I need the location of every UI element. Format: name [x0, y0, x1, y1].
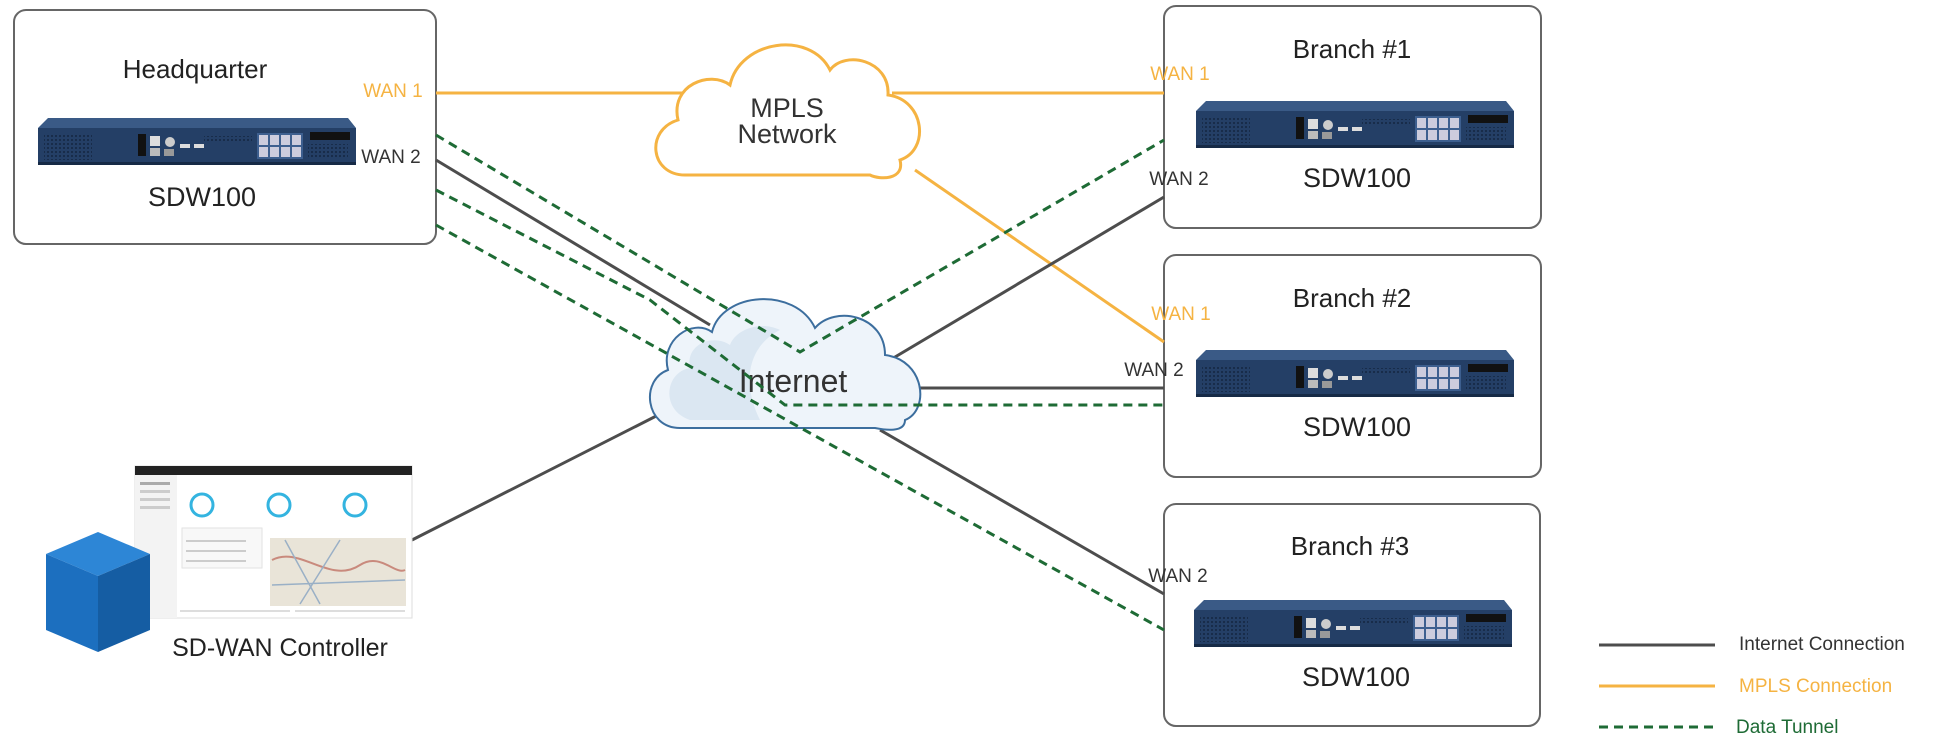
headquarter-model: SDW100 [148, 182, 256, 212]
branch2-title: Branch #2 [1293, 283, 1412, 313]
branch1-device [1196, 101, 1514, 148]
branch1-model: SDW100 [1303, 163, 1411, 193]
headquarter-wan1-label: WAN 1 [363, 81, 422, 102]
headquarter-title: Headquarter [123, 54, 268, 84]
internet-cloud: Internet [648, 298, 922, 431]
internet-cloud-label: Internet [739, 363, 848, 399]
branch2-wan1-label: WAN 1 [1151, 304, 1210, 325]
branch1-wan1-label: WAN 1 [1150, 64, 1209, 85]
branch2-model: SDW100 [1303, 412, 1411, 442]
legend-mpls-label: MPLS Connection [1739, 676, 1892, 697]
mpls-cloud-line2: Network [737, 119, 837, 149]
internet-line-hq [435, 158, 711, 327]
internet-line-branch3 [879, 428, 1165, 596]
mpls-cloud: MPLS Network [654, 43, 921, 180]
legend-tunnel-label: Data Tunnel [1736, 717, 1838, 734]
mpls-cloud-line1: MPLS [750, 93, 824, 123]
controller-screenshot [134, 465, 413, 619]
tunnel-hq-branch3 [435, 223, 1165, 632]
legend-internet-label: Internet Connection [1739, 634, 1905, 655]
branch3-title: Branch #3 [1291, 531, 1410, 561]
branch3-model: SDW100 [1302, 662, 1410, 692]
tunnel-hq-branch1 [435, 133, 1165, 354]
mpls-connections [436, 91, 1165, 344]
internet-line-controller [411, 408, 669, 542]
controller-cube-icon [46, 532, 150, 652]
internet-line-branch1 [889, 195, 1165, 362]
headquarter-device [38, 118, 356, 165]
controller-label: SD-WAN Controller [172, 634, 388, 662]
internet-connections [411, 158, 1165, 596]
branch1-wan2-label: WAN 2 [1149, 169, 1208, 190]
legend: Internet Connection MPLS Connection Data… [1599, 634, 1905, 738]
branch3-wan2-label: WAN 2 [1148, 566, 1207, 587]
tunnel-hq-branch2 [435, 188, 1164, 407]
branch2-wan2-label: WAN 2 [1124, 360, 1183, 381]
mpls-line-branch2 [914, 168, 1165, 344]
data-tunnels [435, 133, 1165, 632]
branch1-title: Branch #1 [1293, 34, 1412, 64]
branch2-device [1196, 350, 1514, 397]
branch3-device [1194, 600, 1512, 647]
headquarter-wan2-label: WAN 2 [361, 147, 420, 168]
